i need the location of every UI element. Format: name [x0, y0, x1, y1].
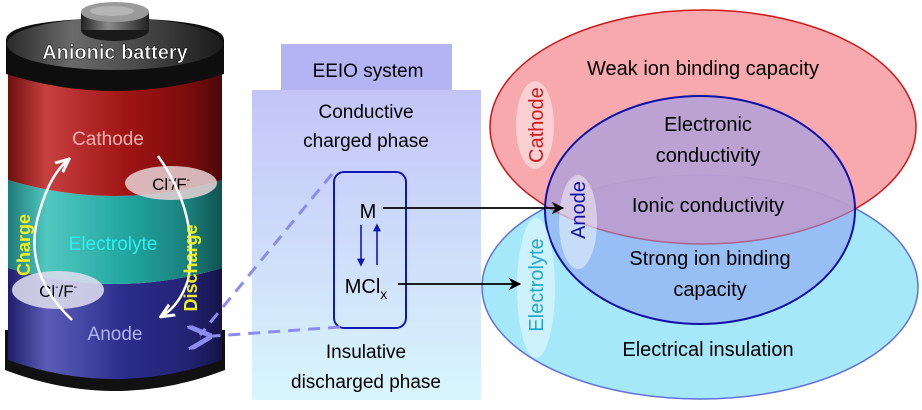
electronic-line1: Electronic: [664, 114, 752, 136]
bottom-phase-line1: Insulative: [326, 342, 406, 363]
ion-label-bottom: Cl-/F-: [39, 282, 77, 301]
charge-label: Charge: [14, 214, 34, 276]
cathode-pill: [516, 81, 554, 169]
venn-diagram: Cathode Anode Electrolyte Weak ion bindi…: [481, 9, 919, 400]
battery-title: Anionic battery: [42, 42, 188, 64]
venn-electrolyte-label: Electrolyte: [526, 238, 548, 331]
anode-ellipse: [544, 95, 856, 325]
ionic-text: Ionic conductivity: [632, 195, 784, 217]
electrolyte-pill: [517, 218, 555, 358]
ion-label-top: Cl-/F-: [152, 175, 190, 194]
electrolyte-label: Electrolyte: [69, 234, 158, 255]
discharge-label: Discharge: [181, 224, 201, 311]
weak-binding-text: Weak ion binding capacity: [587, 58, 819, 80]
eeio-title: EEIO system: [313, 61, 424, 82]
electrolyte-layer: [8, 180, 222, 284]
insulation-text: Electrical insulation: [622, 339, 793, 361]
battery-cap-highlight: [90, 6, 134, 16]
anode-label: Anode: [88, 324, 143, 345]
species-mclx: MClx: [345, 276, 388, 302]
eeio-body-bg: [252, 90, 481, 400]
battery: Anionic battery Cathode Electrolyte Anod…: [5, 2, 225, 391]
dashed-line-lower: [200, 327, 341, 337]
electronic-line2: conductivity: [656, 145, 761, 167]
eeio-header-bg: [281, 44, 452, 91]
bottom-phase-line2: discharged phase: [291, 372, 441, 393]
charge-arrow: [33, 160, 73, 321]
species-box: [333, 171, 407, 329]
venn-cathode-label: Cathode: [526, 87, 548, 163]
battery-top-face: [7, 18, 223, 70]
discharge-arrow: [156, 155, 192, 316]
dashed-line-upper: [198, 173, 334, 336]
strong-line1: Strong ion binding: [629, 248, 790, 270]
top-phase-line1: Conductive: [318, 102, 413, 123]
strong-line2: capacity: [673, 279, 746, 301]
ion-bubble-bottom: [12, 271, 104, 309]
venn-anode-label: Anode: [568, 181, 590, 239]
top-phase-line2: charged phase: [303, 131, 429, 152]
eeio-panel: EEIO system Conductive charged phase M M…: [200, 44, 481, 400]
ion-bubble-top: [125, 166, 217, 200]
anode-pill: [559, 175, 597, 269]
species-m: M: [360, 201, 377, 223]
cathode-label: Cathode: [72, 129, 144, 150]
